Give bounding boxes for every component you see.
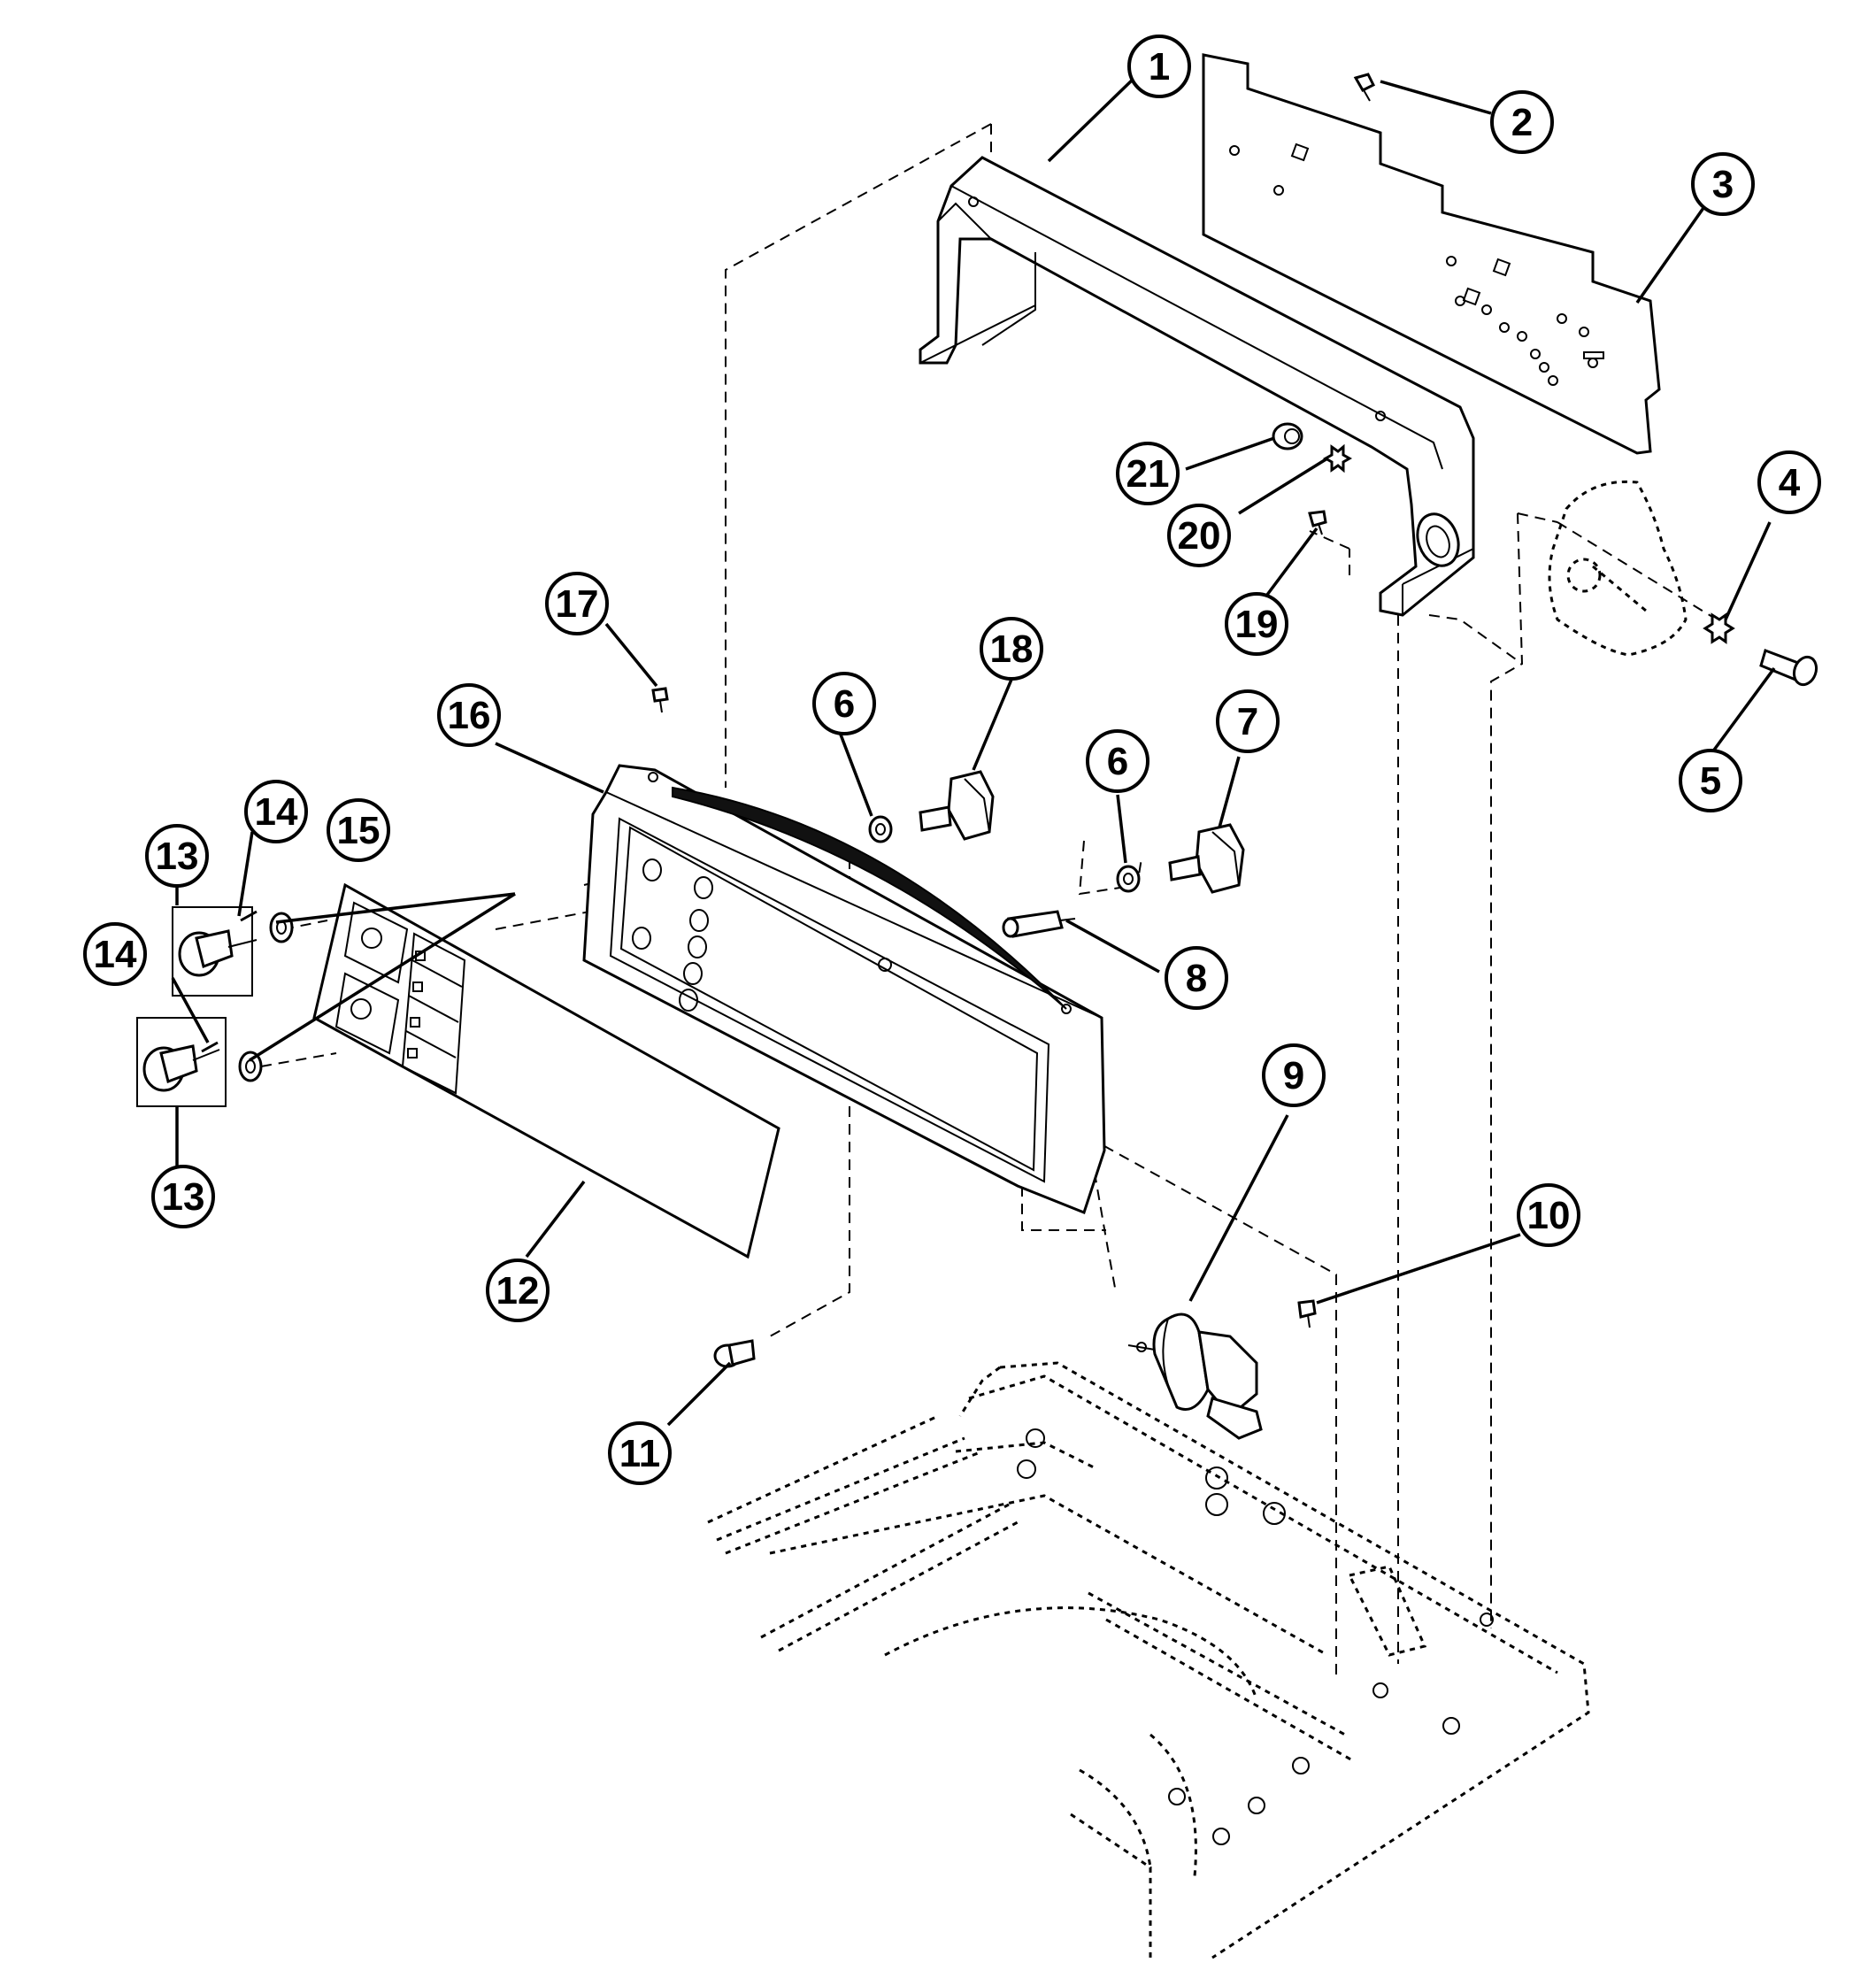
svg-text:7: 7 [1237, 700, 1258, 743]
svg-text:8: 8 [1186, 957, 1207, 1000]
svg-text:16: 16 [448, 694, 491, 737]
callout-6-right: 6 [1086, 729, 1149, 793]
part-nut [1272, 422, 1303, 450]
part-motor-housing-outline [1548, 480, 1688, 657]
callout-21: 21 [1116, 442, 1180, 505]
part-knob-lower [136, 1017, 227, 1107]
callout-5: 5 [1679, 749, 1742, 812]
part-screw-17 [651, 687, 669, 713]
callout-7: 7 [1216, 689, 1280, 753]
callout-20: 20 [1167, 504, 1231, 567]
callout-10: 10 [1517, 1183, 1580, 1247]
callout-18: 18 [980, 617, 1043, 681]
callout-3: 3 [1691, 152, 1755, 216]
svg-text:20: 20 [1178, 514, 1221, 558]
part-nut-6-right [1116, 865, 1141, 893]
svg-text:13: 13 [162, 1175, 205, 1219]
callout-16: 16 [437, 683, 501, 747]
part-switch-7 [1168, 823, 1245, 894]
svg-text:10: 10 [1527, 1194, 1571, 1237]
svg-text:14: 14 [255, 790, 298, 834]
callout-1: 1 [1127, 35, 1191, 98]
part-star-washer [1322, 443, 1353, 473]
callout-12: 12 [486, 1259, 550, 1322]
part-plug [713, 1339, 756, 1368]
part-set-screws [201, 910, 258, 1053]
svg-text:14: 14 [94, 933, 137, 976]
svg-text:4: 4 [1779, 461, 1801, 504]
part-knob-washers [238, 912, 294, 1082]
cabinet-base-outline [707, 1361, 1590, 1959]
part-pressure-switch [1127, 1313, 1263, 1440]
svg-text:19: 19 [1235, 603, 1279, 646]
svg-text:21: 21 [1126, 452, 1170, 496]
svg-text:12: 12 [496, 1269, 540, 1313]
svg-text:18: 18 [990, 627, 1034, 671]
svg-text:1: 1 [1149, 45, 1170, 89]
svg-text:2: 2 [1511, 101, 1533, 144]
part-washer-4 [1703, 612, 1735, 644]
part-screw-top [1353, 73, 1376, 102]
callout-4: 4 [1757, 450, 1821, 514]
part-screw-19 [1308, 510, 1327, 535]
callout-19: 19 [1225, 592, 1288, 656]
svg-text:11: 11 [619, 1432, 661, 1475]
part-console-frame [582, 764, 1106, 1214]
callout-17: 17 [545, 572, 609, 635]
callout-11: 11 [608, 1421, 672, 1485]
svg-text:9: 9 [1283, 1054, 1304, 1097]
callout-14-lower: 14 [83, 922, 147, 986]
svg-text:5: 5 [1700, 759, 1721, 803]
svg-text:17: 17 [556, 582, 599, 626]
svg-text:15: 15 [337, 809, 381, 852]
callout-2: 2 [1490, 90, 1554, 154]
part-indicator-lamp [1002, 910, 1076, 938]
leader-lines [171, 73, 1776, 1427]
part-bolt [1759, 649, 1818, 687]
callout-13-lower: 13 [151, 1165, 215, 1228]
callout-14-upper: 14 [244, 780, 308, 843]
callout-8: 8 [1165, 946, 1228, 1010]
part-switch-18 [919, 770, 995, 841]
part-nut-6-left [868, 815, 893, 843]
svg-text:3: 3 [1712, 163, 1734, 206]
part-rear-panel [1202, 53, 1661, 455]
svg-text:6: 6 [1107, 740, 1128, 783]
part-control-panel-overlay [312, 882, 780, 1259]
callout-9: 9 [1262, 1043, 1326, 1107]
part-screw-10 [1297, 1299, 1317, 1328]
callout-13-upper: 13 [145, 824, 209, 888]
svg-text:13: 13 [156, 835, 199, 878]
callout-15: 15 [327, 798, 390, 862]
svg-text:6: 6 [834, 682, 855, 726]
part-knob-upper [172, 906, 258, 997]
part-console-bracket [919, 156, 1475, 617]
callout-6-left: 6 [812, 672, 876, 735]
